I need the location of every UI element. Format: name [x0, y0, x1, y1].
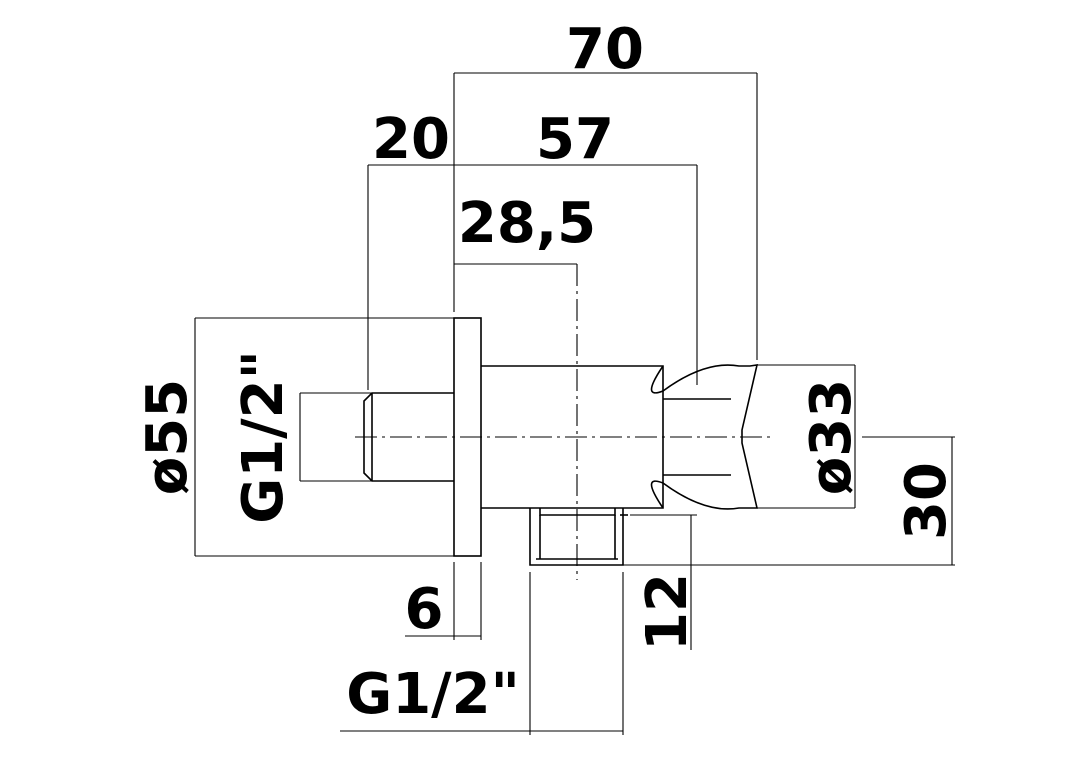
center-lines	[355, 264, 770, 580]
flange-diameter-label: ø55	[135, 379, 200, 495]
dim-12-label: 12	[635, 573, 700, 651]
inlet-thread-label: G1/2"	[231, 350, 296, 524]
outlet-thread-label: G1/2"	[346, 662, 520, 727]
dim-30-label: 30	[894, 462, 959, 540]
holder-diameter-label: ø33	[799, 379, 864, 495]
dim-57-label: 57	[536, 107, 614, 172]
dim-6-label: 6	[405, 577, 444, 642]
dimension-labels: 70 20 57 28,5 6 G1/2" ø55 G1/2" ø33 30 1…	[135, 17, 959, 727]
dim-70-label: 70	[566, 17, 644, 82]
dim-28-5-label: 28,5	[458, 191, 596, 256]
dimension-lines	[194, 72, 955, 735]
part-outline	[363, 317, 759, 566]
holder-cradle	[662, 364, 759, 510]
dim-20-label: 20	[372, 107, 450, 172]
